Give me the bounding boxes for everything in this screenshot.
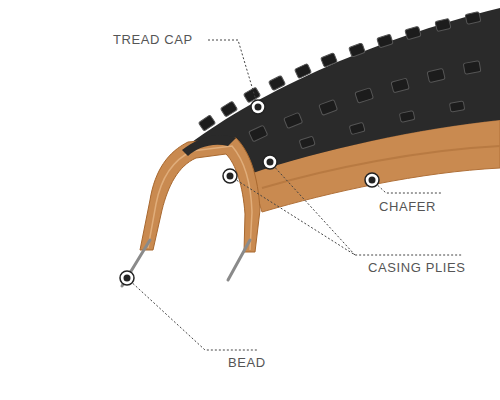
- bead-wire: [228, 240, 250, 280]
- part-label: CASING PLIES: [368, 260, 466, 276]
- casing-ply-line: [148, 146, 252, 250]
- callout-dots: [120, 100, 379, 285]
- part-label: TREAD CAP: [113, 32, 193, 48]
- part-label: CHAFER: [379, 199, 436, 215]
- tread-section: [182, 135, 236, 156]
- casing-section: [140, 138, 260, 252]
- bead-wire: [122, 240, 150, 286]
- tread-knobs: [198, 12, 481, 149]
- part-label: BEAD: [228, 355, 266, 371]
- leader-lines: [127, 40, 462, 350]
